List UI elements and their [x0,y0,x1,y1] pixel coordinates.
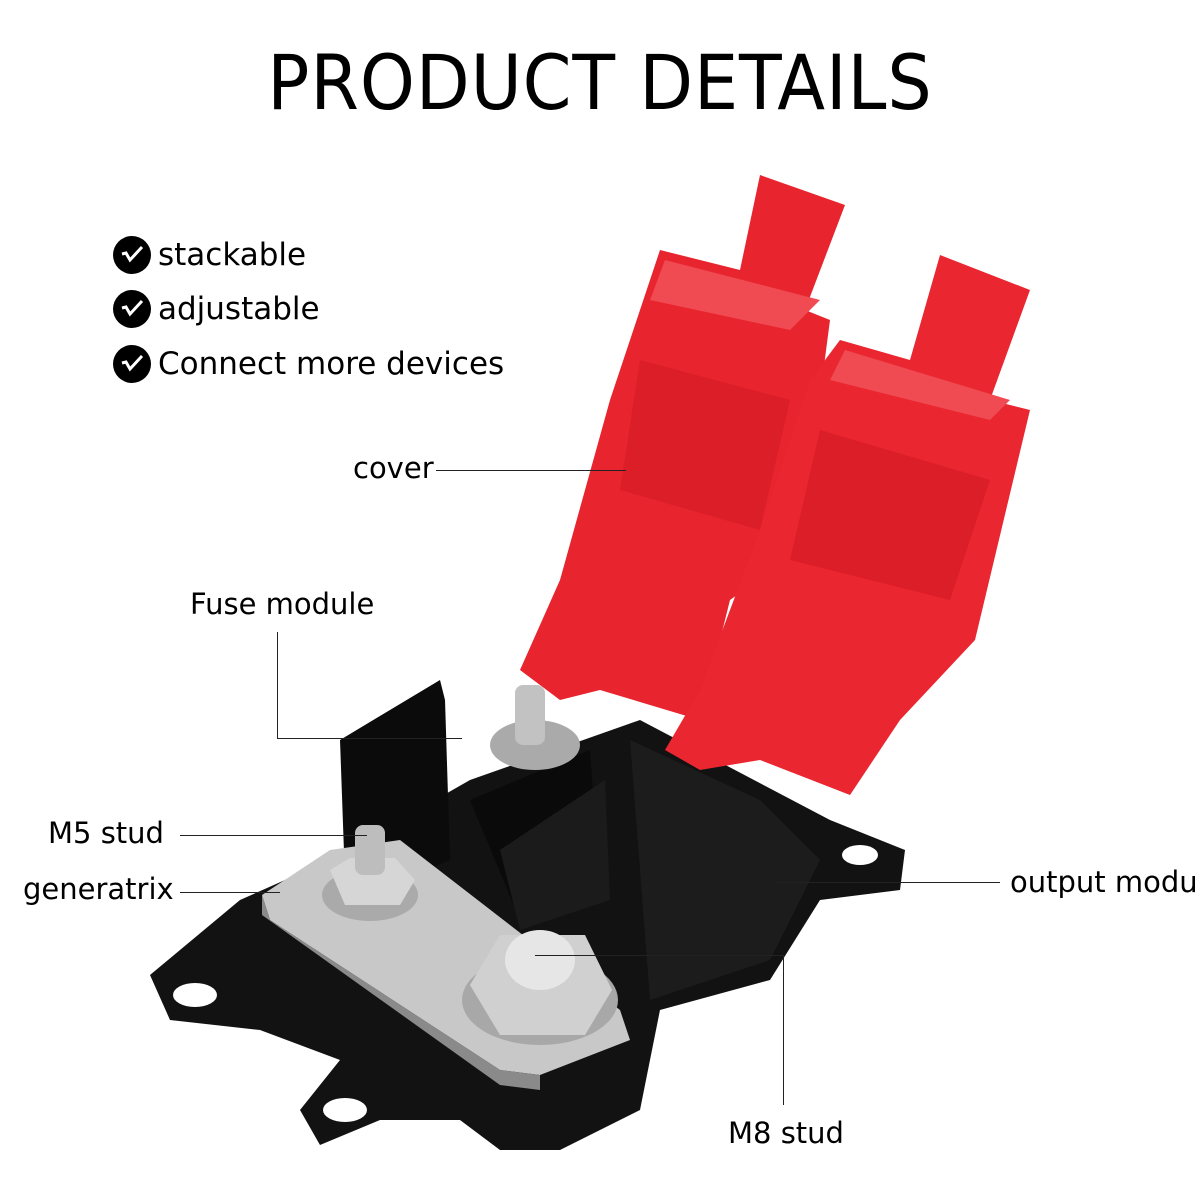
studs [322,685,618,1045]
leader-line [180,835,367,836]
red-covers [520,175,1030,795]
callout-m8-stud: M8 stud [728,1116,844,1150]
feature-item: stackable [113,236,306,274]
check-circle-icon [113,290,151,328]
callout-m5-stud: M5 stud [48,816,164,850]
leader-line [277,632,278,738]
callout-cover: cover [353,451,434,485]
leader-line [180,892,280,893]
page-title: PRODUCT DETAILS [267,38,933,127]
leader-line [783,955,784,1105]
feature-text: Connect more devices [158,346,505,382]
callout-output-module: output module [1010,865,1200,899]
leader-line [777,882,1000,883]
check-circle-icon [113,236,151,274]
callout-generatrix: generatrix [23,872,174,906]
leader-line [436,470,626,471]
callout-fuse-module: Fuse module [190,587,375,621]
leader-line [535,955,783,956]
feature-text: adjustable [158,291,320,327]
leader-line [277,738,462,739]
feature-item: adjustable [113,290,320,328]
feature-item: Connect more devices [113,345,504,383]
feature-text: stackable [158,237,307,273]
check-circle-icon [113,345,151,383]
